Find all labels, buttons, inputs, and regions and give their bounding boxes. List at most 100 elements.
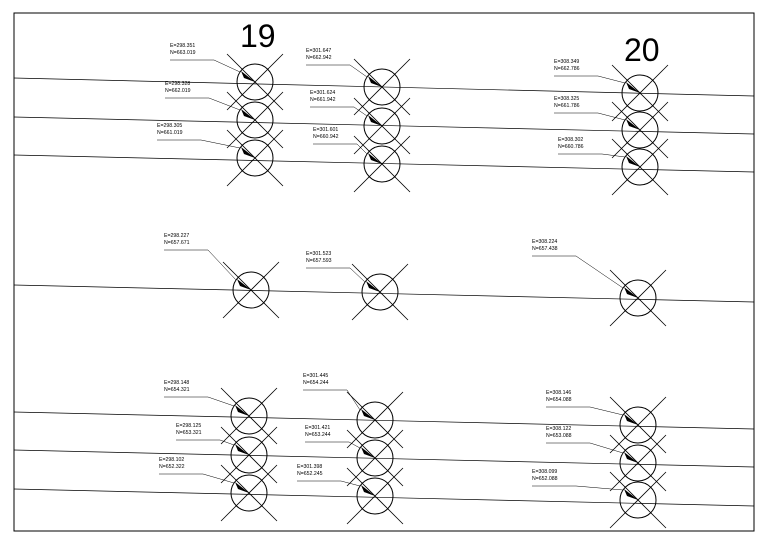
coordinate-leader — [558, 153, 626, 158]
marker-wedge — [624, 489, 638, 500]
easting-label: E=298.148 — [164, 380, 189, 386]
northing-label: N=662.942 — [306, 55, 332, 61]
marker-circle — [356, 477, 394, 515]
coordinate-leader — [313, 143, 368, 155]
coordinate-leader — [554, 112, 626, 121]
marker-wedge — [361, 447, 375, 458]
easting-label: E=308.146 — [546, 390, 571, 396]
marker-wedge — [237, 279, 251, 290]
row-line — [13, 284, 755, 303]
marker-circle — [621, 148, 659, 186]
marker-circle — [236, 139, 274, 177]
northing-label: N=652.245 — [297, 471, 323, 477]
coordinate-leader — [164, 249, 237, 281]
northing-label: N=660.942 — [313, 134, 339, 140]
northing-label: N=652.088 — [532, 476, 558, 482]
marker-circle — [230, 397, 268, 435]
survey-markers: E=298.351N=663.019E=298.328N=662.019E=29… — [157, 43, 669, 529]
marker-circle — [230, 474, 268, 512]
row-line — [13, 449, 755, 468]
northing-label: N=662.786 — [554, 66, 580, 72]
marker-wedge — [241, 71, 255, 82]
northing-label: N=657.438 — [532, 246, 558, 252]
row-lines — [13, 77, 755, 507]
marker-wedge — [366, 281, 380, 292]
row-line — [13, 411, 755, 430]
coordinate-leader — [176, 439, 235, 446]
marker-wedge — [368, 115, 382, 126]
easting-label: E=301.624 — [310, 90, 335, 96]
row-line — [13, 488, 755, 507]
marker-wedge — [361, 409, 375, 420]
easting-label: E=301.523 — [306, 251, 331, 257]
northing-label: N=652.322 — [159, 464, 185, 470]
easting-label: E=298.328 — [165, 81, 190, 87]
northing-label: N=657.593 — [306, 258, 332, 264]
northing-label: N=657.671 — [164, 240, 190, 246]
northing-label: N=654.088 — [546, 397, 572, 403]
easting-label: E=298.351 — [170, 43, 195, 49]
coordinate-leader — [157, 139, 241, 149]
marker-circle — [619, 444, 657, 482]
easting-label: E=301.398 — [297, 464, 322, 470]
section-label-20: 20 — [624, 32, 660, 68]
marker-circle — [236, 101, 274, 139]
drawing-frame — [13, 12, 755, 532]
easting-label: E=298.305 — [157, 123, 182, 129]
marker-wedge — [235, 444, 249, 455]
easting-label: E=308.122 — [546, 426, 571, 432]
coordinate-leader — [554, 75, 626, 84]
row-line — [13, 154, 755, 173]
marker-circle — [363, 68, 401, 106]
coordinate-leader — [546, 406, 624, 416]
easting-label: E=308.325 — [554, 96, 579, 102]
marker-wedge — [626, 82, 640, 93]
northing-label: N=653.088 — [546, 433, 572, 439]
marker-circle — [230, 436, 268, 474]
coordinate-leader — [310, 106, 368, 117]
easting-label: E=301.421 — [305, 425, 330, 431]
marker-circle — [232, 271, 270, 309]
marker-wedge — [626, 119, 640, 130]
coordinate-leader — [297, 480, 361, 487]
coordinate-leader — [306, 267, 366, 283]
marker-wedge — [235, 405, 249, 416]
coordinate-leader — [305, 441, 361, 449]
marker-circle — [619, 406, 657, 444]
row-line — [13, 116, 755, 135]
marker-wedge — [235, 482, 249, 493]
northing-label: N=654.244 — [303, 380, 329, 386]
marker-wedge — [624, 414, 638, 425]
marker-circle — [363, 145, 401, 183]
marker-wedge — [626, 156, 640, 167]
marker-circle — [363, 107, 401, 145]
easting-label: E=308.349 — [554, 59, 579, 65]
easting-label: E=301.601 — [313, 127, 338, 133]
marker-wedge — [624, 287, 638, 298]
easting-label: E=301.647 — [306, 48, 331, 54]
section-label-19: 19 — [240, 18, 276, 54]
easting-label: E=308.099 — [532, 469, 557, 475]
northing-label: N=654.321 — [164, 387, 190, 393]
marker-circle — [356, 439, 394, 477]
coordinate-leader — [532, 255, 624, 289]
coordinate-leader — [546, 442, 624, 454]
northing-label: N=663.019 — [170, 50, 196, 56]
coordinate-leader — [306, 64, 368, 78]
coordinate-leader — [303, 389, 361, 411]
